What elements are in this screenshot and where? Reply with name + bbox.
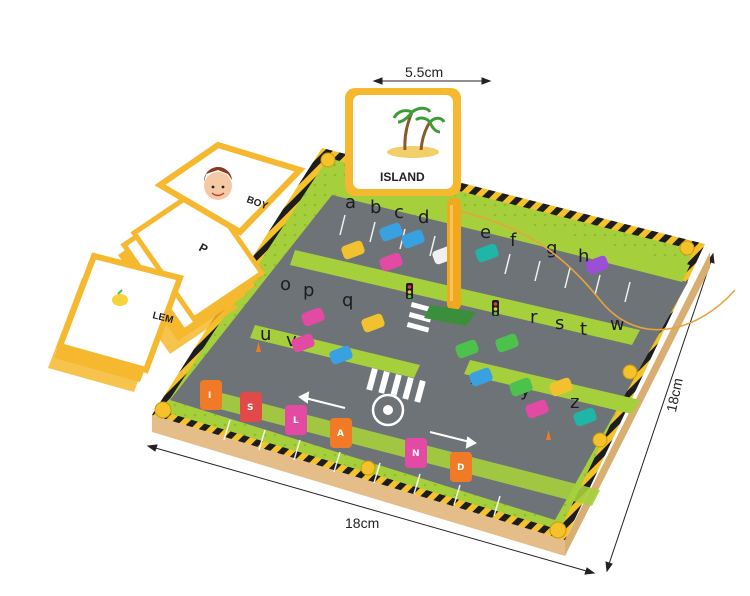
board-letter: h xyxy=(578,246,589,267)
board-letter: d xyxy=(418,207,429,228)
board-letter: a xyxy=(345,192,356,213)
string xyxy=(454,209,736,331)
board-letter: c xyxy=(394,202,404,223)
board-depth-arrow xyxy=(605,252,715,573)
boy-face-icon xyxy=(203,166,232,200)
board-letter: p xyxy=(303,280,314,301)
board-letter: v xyxy=(286,330,297,351)
word-car-letter: A xyxy=(337,429,344,439)
board-letter: o xyxy=(280,274,291,295)
road-area xyxy=(170,195,688,520)
magnetic-stick xyxy=(424,198,476,326)
word-car-letter: N xyxy=(412,449,420,459)
board-letter: b xyxy=(370,197,381,218)
card-stack-lower: LEM xyxy=(48,252,184,392)
board-wood-base xyxy=(152,415,565,556)
cone-icon xyxy=(256,342,551,440)
word-car-letter: S xyxy=(247,403,253,413)
board-letter: z xyxy=(570,392,579,413)
board-letter: f xyxy=(510,230,517,251)
word-car-letter: L xyxy=(293,416,299,426)
board-letter: r xyxy=(530,307,538,328)
roundabout-icon xyxy=(371,393,405,427)
card-width-arrow xyxy=(372,77,492,85)
card-width-label: 5.5cm xyxy=(405,64,444,80)
traffic-light-icon xyxy=(406,283,499,316)
word-car-letter: D xyxy=(457,463,464,473)
board-width-label: 18cm xyxy=(345,515,380,531)
crosswalk xyxy=(366,302,434,403)
board-letter: q xyxy=(342,290,353,311)
card-island: ISLAND xyxy=(345,88,461,196)
board-letter: t xyxy=(580,319,587,340)
board-letter: u xyxy=(260,324,271,345)
word-cars: I S L A N D xyxy=(200,380,472,482)
word-car-letter: I xyxy=(208,391,211,401)
card-lemon-word: LEM xyxy=(151,310,174,326)
board-cars xyxy=(291,222,609,427)
card-island-word: ISLAND xyxy=(380,170,425,184)
lemon-icon xyxy=(112,289,128,306)
board-width-arrow xyxy=(146,444,596,575)
board-letter: s xyxy=(555,313,564,334)
island-palm-icon xyxy=(387,106,446,158)
board-letter: e xyxy=(480,222,491,243)
board-letter: g xyxy=(546,238,557,259)
